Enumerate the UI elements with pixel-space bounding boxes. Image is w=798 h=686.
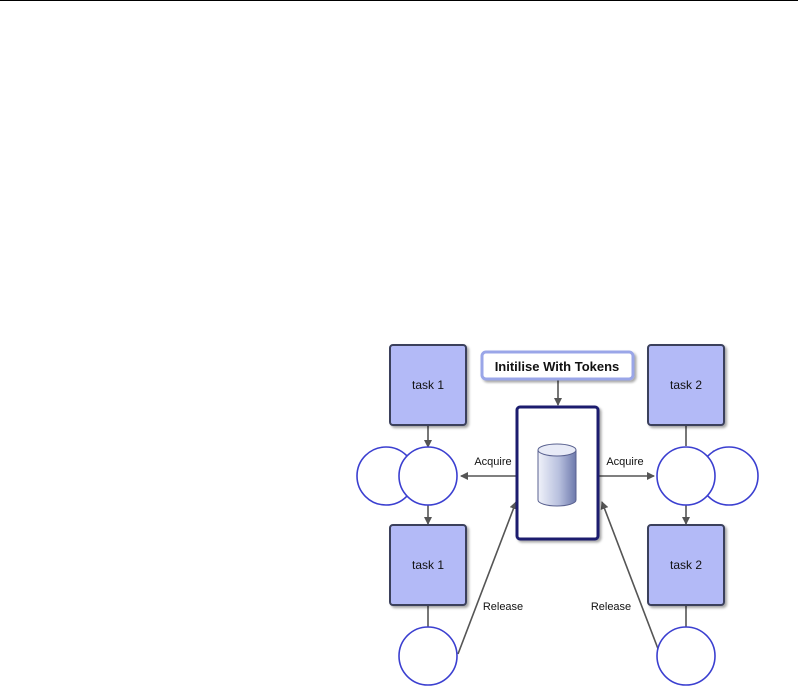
init-box: Initilise With Tokens — [480, 350, 635, 381]
task-label: task 1 — [412, 558, 444, 572]
right-inner-place — [656, 446, 716, 506]
task-box-4: task 2 — [647, 524, 725, 606]
init-label: Initilise With Tokens — [495, 359, 620, 374]
top-rule — [0, 0, 798, 1]
task-label: task 1 — [412, 378, 444, 392]
left-inner-place — [398, 446, 458, 506]
release-right-arrow — [600, 501, 661, 655]
database-icon — [537, 443, 577, 507]
task-box-1: task 1 — [389, 344, 467, 426]
release-left-label: Release — [483, 601, 523, 613]
task-label: task 2 — [670, 378, 702, 392]
acquire-left-label: Acquire — [474, 456, 511, 468]
release-right-label: Release — [591, 601, 631, 613]
left-bottom-place — [398, 626, 458, 686]
token-store — [515, 405, 600, 541]
task-box-2: task 2 — [647, 344, 725, 426]
task-box-3: task 1 — [389, 524, 467, 606]
task-label: task 2 — [670, 558, 702, 572]
acquire-right-label: Acquire — [606, 456, 643, 468]
right-bottom-place — [656, 626, 716, 686]
places — [356, 446, 759, 686]
release-left-arrow — [457, 501, 518, 655]
